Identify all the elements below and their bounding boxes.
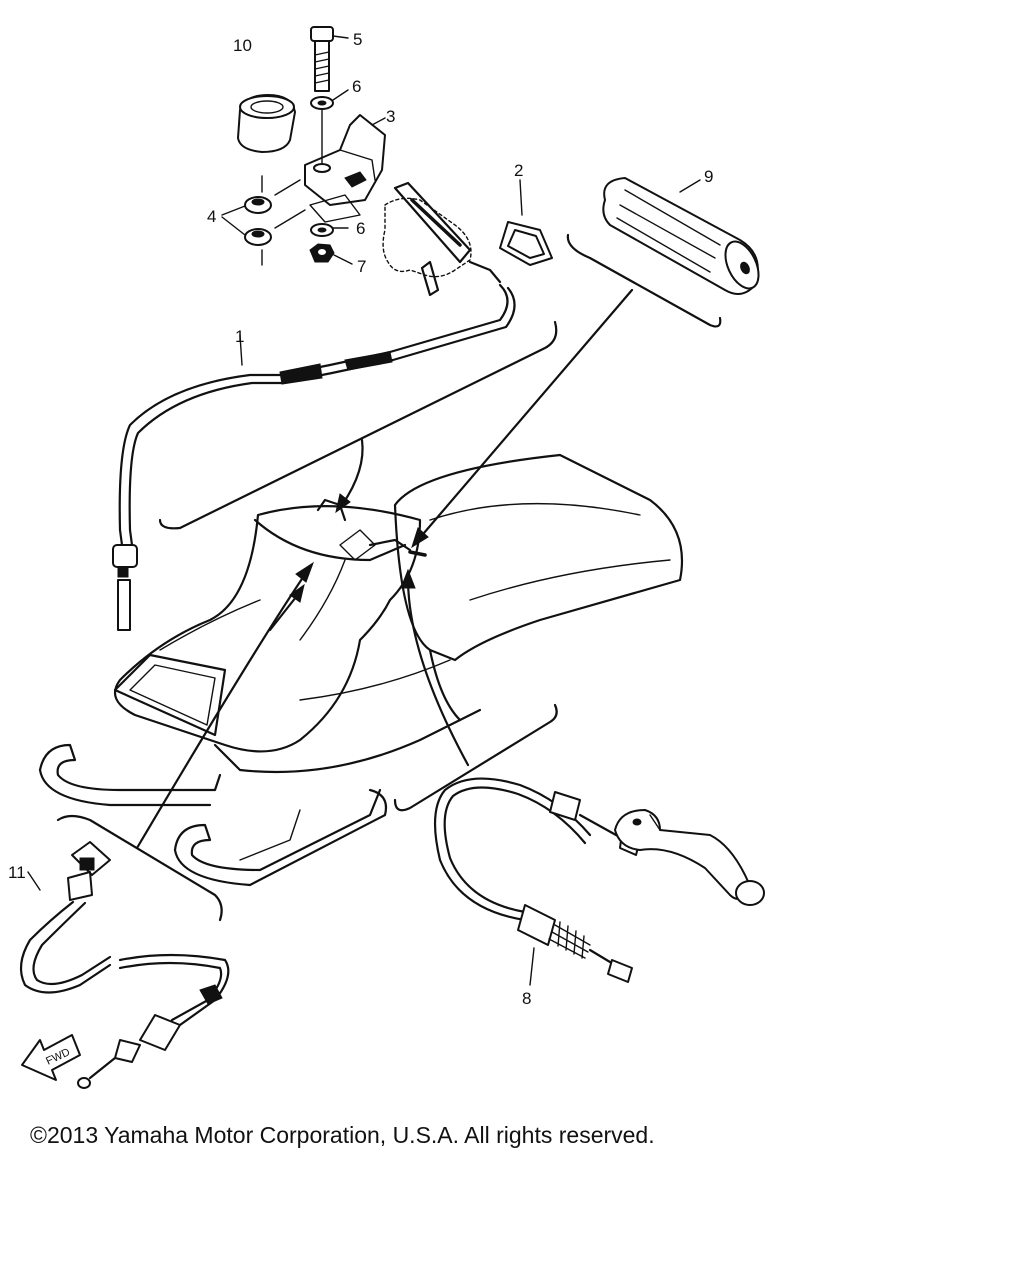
callout-11: 11 bbox=[8, 863, 26, 882]
copyright-notice: ©2013 Yamaha Motor Corporation, U.S.A. A… bbox=[30, 1122, 655, 1148]
part-2-clip bbox=[499, 179, 553, 266]
hood bbox=[113, 505, 422, 753]
headlight bbox=[113, 653, 227, 737]
part-10-collar bbox=[237, 94, 296, 153]
parts-diagram: FWD 1 2 3 4 5 6 6 7 8 9 10 11 bbox=[8, 26, 765, 1089]
part-4-grommets bbox=[221, 175, 306, 266]
seat bbox=[393, 453, 684, 662]
part-9-grip bbox=[602, 177, 760, 295]
callout-3: 3 bbox=[386, 107, 395, 126]
callout-2: 2 bbox=[514, 161, 523, 180]
callout-labels: 1 2 3 4 5 6 6 7 8 9 10 11 bbox=[8, 30, 713, 1008]
callout-10: 10 bbox=[233, 36, 252, 55]
callout-9: 9 bbox=[704, 167, 713, 186]
part-7-nut bbox=[309, 243, 353, 265]
connector-arrows bbox=[135, 288, 634, 850]
left-ski bbox=[38, 743, 222, 792]
snowmobile-body bbox=[38, 453, 684, 887]
callout-8: 8 bbox=[522, 989, 531, 1008]
part-11-choke-cable bbox=[19, 841, 230, 1089]
part-6-washer-lower bbox=[310, 223, 349, 237]
callout-5: 5 bbox=[353, 30, 362, 49]
callout-7: 7 bbox=[357, 257, 366, 276]
callout-6a: 6 bbox=[352, 77, 361, 96]
part-3-throttle-housing bbox=[304, 109, 386, 223]
throttle-lever bbox=[382, 181, 502, 297]
part-8-brake-cable bbox=[433, 777, 641, 986]
part-1-throttle-cable bbox=[112, 283, 516, 631]
part-6-washer-upper bbox=[310, 89, 349, 110]
brake-lever bbox=[614, 809, 765, 906]
part-5-bolt bbox=[310, 26, 349, 92]
fwd-arrow-icon: FWD bbox=[21, 1034, 81, 1081]
right-ski bbox=[173, 788, 382, 872]
callout-4: 4 bbox=[207, 207, 216, 226]
callout-6b: 6 bbox=[356, 219, 365, 238]
section-brackets bbox=[56, 233, 722, 922]
callout-1: 1 bbox=[235, 327, 244, 346]
